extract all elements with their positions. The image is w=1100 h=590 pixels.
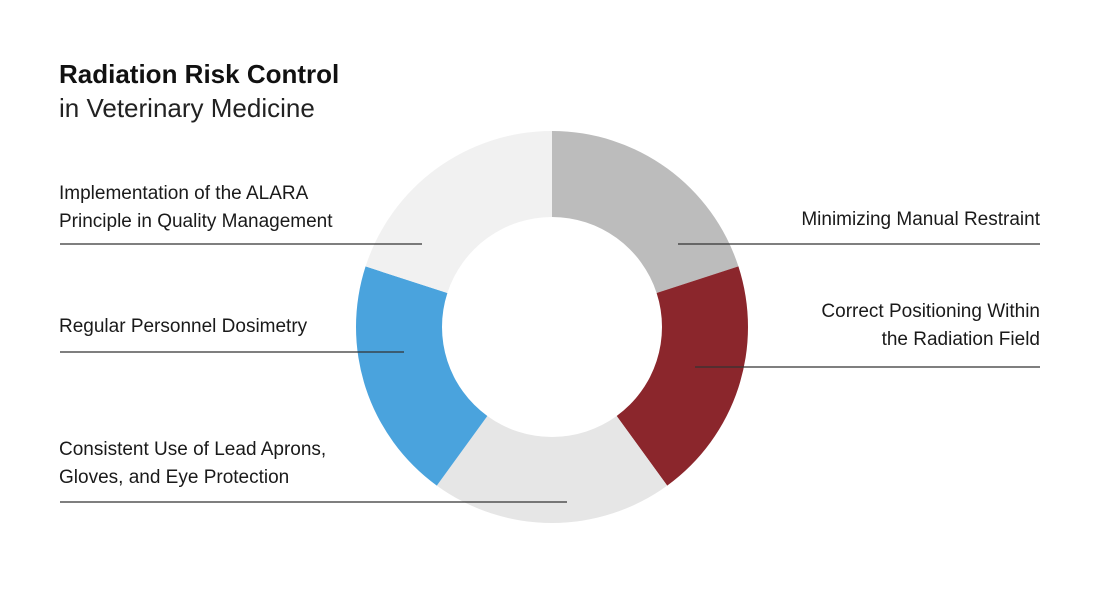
segment-correct-positioning — [616, 266, 748, 486]
label-lead-line-2: Gloves, and Eye Protection — [59, 467, 290, 488]
segment-personnel-dosimetry — [356, 266, 488, 486]
label-minimizing-manual-restraint: Minimizing Manual Restraint — [801, 206, 1040, 234]
label-dosimetry-line-1: Regular Personnel Dosimetry — [59, 316, 308, 337]
label-alara-line-1: Implementation of the ALARA — [59, 183, 309, 204]
segment-alara-principle — [365, 131, 552, 294]
label-personnel-dosimetry: Regular Personnel Dosimetry — [59, 313, 307, 341]
label-lead-protection: Consistent Use of Lead Aprons, Gloves, a… — [59, 436, 326, 492]
label-restraint-line-1: Minimizing Manual Restraint — [801, 209, 1040, 230]
diagram-subtitle: in Veterinary Medicine — [59, 93, 315, 123]
title-block: Radiation Risk Control in Veterinary Med… — [59, 58, 339, 126]
label-positioning-line-1: Correct Positioning Within — [821, 301, 1040, 322]
label-correct-positioning: Correct Positioning Within the Radiation… — [821, 298, 1040, 354]
label-lead-line-1: Consistent Use of Lead Aprons, — [59, 439, 327, 460]
label-alara-line-2: Principle in Quality Management — [59, 211, 333, 232]
segment-minimizing-manual-restraint — [552, 131, 739, 294]
segment-lead-protection — [436, 415, 668, 523]
label-alara-principle: Implementation of the ALARA Principle in… — [59, 180, 333, 236]
diagram-title: Radiation Risk Control — [59, 59, 340, 89]
label-positioning-line-2: the Radiation Field — [881, 329, 1040, 350]
